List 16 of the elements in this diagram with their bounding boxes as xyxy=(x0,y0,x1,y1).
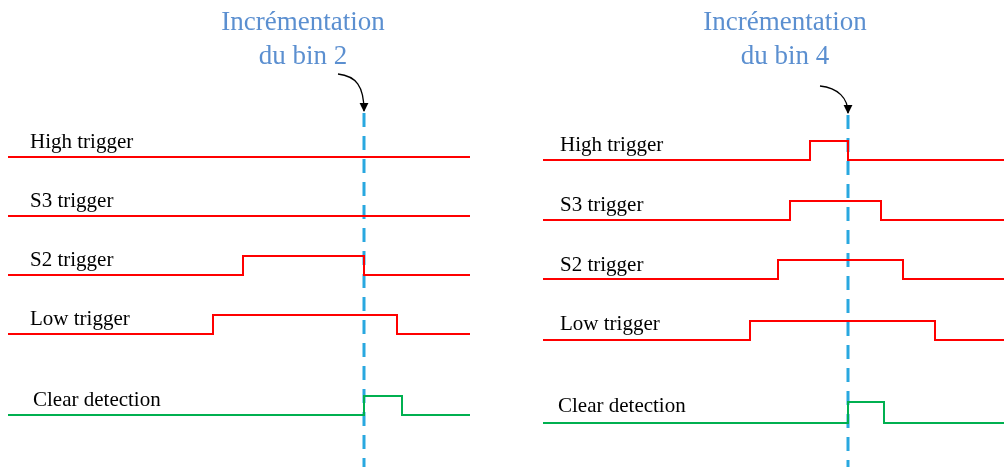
signal-label: S3 trigger xyxy=(30,188,114,212)
signal-label: S2 trigger xyxy=(560,252,644,276)
leader-arrow xyxy=(819,85,853,114)
signal-label: S2 trigger xyxy=(30,247,114,271)
annotation-text: Incrémentation du bin 4 xyxy=(695,4,875,72)
signal-label: Clear detection xyxy=(33,387,161,411)
signal-label: High trigger xyxy=(30,129,134,153)
signal-label: Clear detection xyxy=(558,393,686,417)
signal-label: S3 trigger xyxy=(560,192,644,216)
leader-arrow xyxy=(337,73,369,112)
signal-label: Low trigger xyxy=(30,306,130,330)
annotation-text: Incrémentation du bin 2 xyxy=(213,4,393,72)
marker-line xyxy=(362,113,366,467)
signal-label: High trigger xyxy=(560,132,664,156)
signal-label: Low trigger xyxy=(560,311,660,335)
marker-line xyxy=(846,115,850,467)
